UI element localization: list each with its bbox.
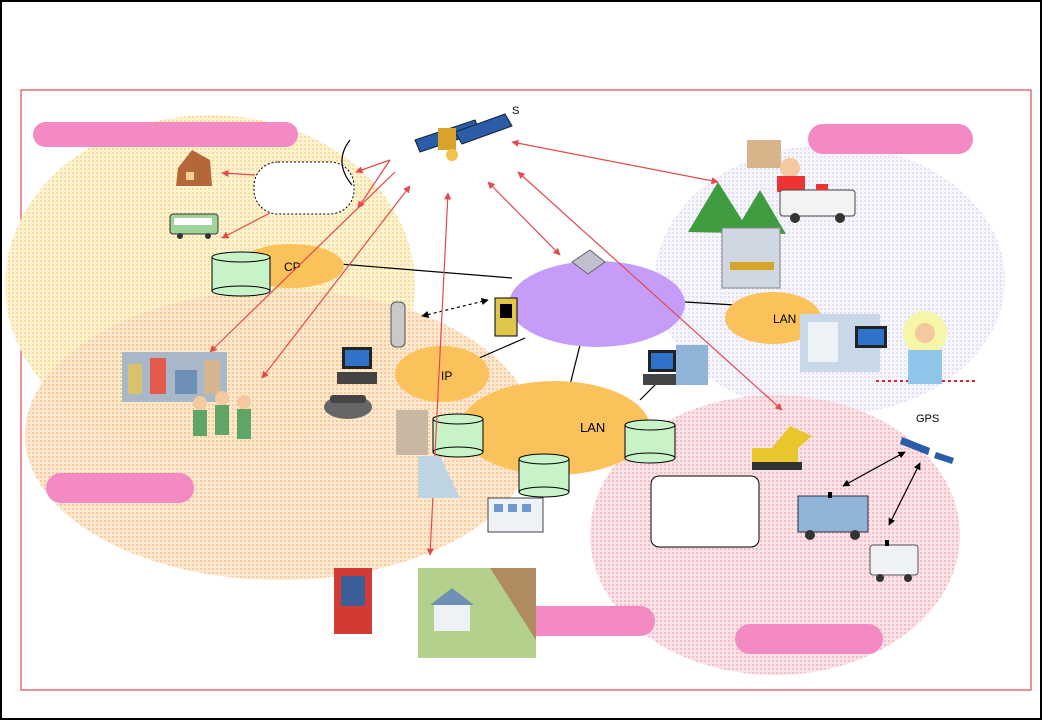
pink-label-top-right: [808, 124, 973, 154]
bus-icon: [169, 213, 219, 239]
router-icon: [571, 249, 606, 275]
computer-icon: [337, 347, 377, 384]
satellite-icon: [341, 113, 513, 186]
hospital-icon: [800, 314, 887, 372]
diagram-frame: [20, 89, 1032, 691]
ambulance-icon: [779, 184, 856, 223]
database-icon: [518, 453, 570, 498]
gps-satellite-icon: [900, 437, 954, 464]
mountains-icon: [688, 182, 786, 234]
operator-icon: [747, 140, 805, 192]
city-buildings-icon: [122, 352, 227, 402]
landslide-house-icon: [418, 568, 536, 658]
building-icon: [487, 497, 544, 533]
hub-network: [509, 261, 685, 347]
pink-label-bottom-center: [508, 606, 655, 636]
vending-machine-icon: [334, 568, 372, 634]
lan-right-label: LAN: [773, 312, 796, 326]
gps-links: [842, 451, 921, 526]
doctor-icon: [903, 311, 947, 384]
satellite-label: S: [512, 105, 519, 117]
lan-center-label: LAN: [580, 420, 605, 435]
workers-icon: [193, 391, 251, 439]
dotted-link: [421, 298, 489, 318]
monitor-room-icon: [721, 227, 781, 289]
office-tower-icon: [396, 410, 460, 498]
computer-icon: [643, 345, 708, 385]
house-icon: [176, 150, 212, 186]
white-callout: [650, 475, 760, 548]
van-icon: [869, 540, 919, 582]
excavator-icon: [752, 426, 812, 470]
truck-icon: [797, 492, 869, 540]
pink-label-bottom-right: [735, 624, 883, 654]
pink-label-mid-left: [46, 473, 194, 503]
telephone-icon: [324, 395, 372, 419]
handheld-device-icon: [494, 297, 518, 337]
database-icon: [211, 251, 271, 297]
pink-label-top-left: [33, 122, 298, 147]
mobile-phone-icon: [390, 301, 406, 348]
database-icon: [432, 413, 484, 458]
ip-label: IP: [441, 369, 452, 383]
dotted-callout: [253, 161, 355, 215]
database-icon: [624, 419, 676, 464]
gps-label: GPS: [916, 413, 939, 425]
